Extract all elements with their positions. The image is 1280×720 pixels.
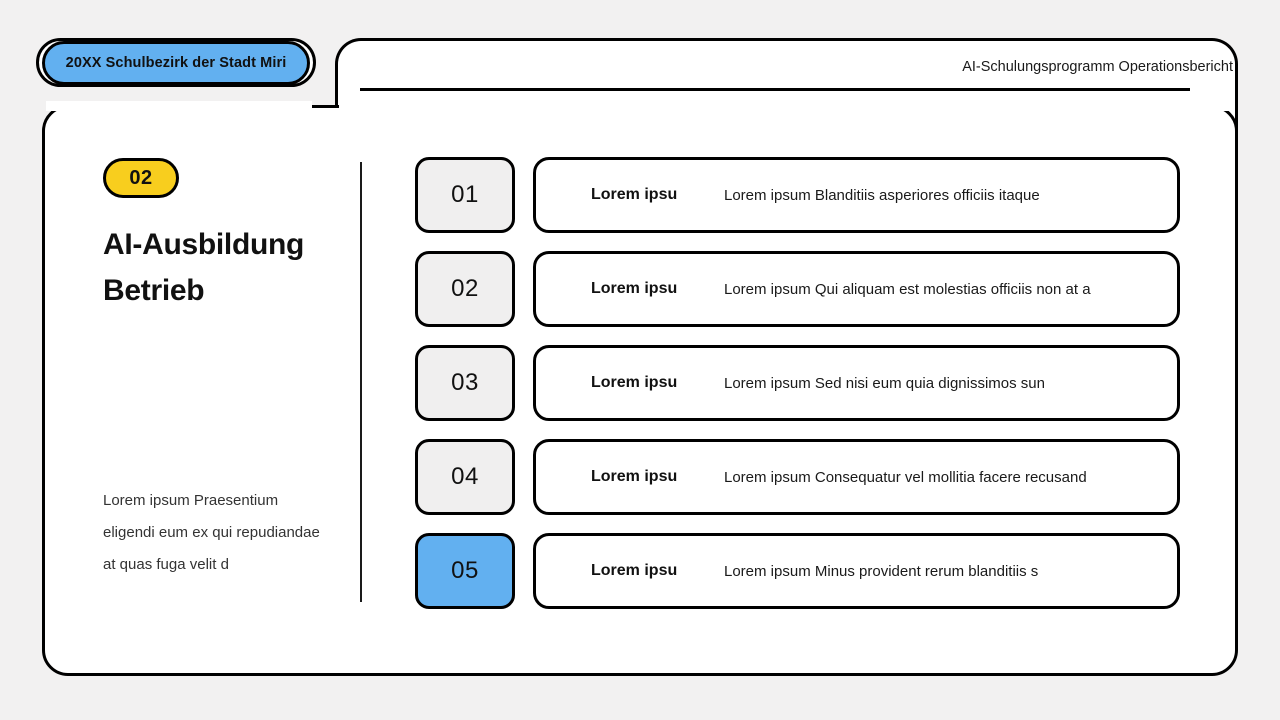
list-item-number-box: 04 bbox=[415, 439, 515, 515]
list-item-description: Lorem ipsum Minus provident rerum blandi… bbox=[724, 562, 1039, 580]
list-item-active[interactable]: 05 Lorem ipsu Lorem ipsum Minus providen… bbox=[415, 533, 1180, 609]
list-item[interactable]: 01 Lorem ipsu Lorem ipsum Blanditiis asp… bbox=[415, 157, 1180, 233]
organization-tab[interactable]: 20XX Schulbezirk der Stadt Miri bbox=[42, 41, 310, 85]
section-body-text: Lorem ipsum Praesentium eligendi eum ex … bbox=[103, 494, 320, 573]
tab-seam-mask bbox=[46, 101, 312, 111]
list-item-number: 02 bbox=[451, 275, 479, 302]
list-item-number: 03 bbox=[451, 369, 479, 396]
list-item-card[interactable]: Lorem ipsu Lorem ipsum Consequatur vel m… bbox=[533, 439, 1180, 515]
section-number-text: 02 bbox=[129, 166, 153, 189]
list-item-card[interactable]: Lorem ipsu Lorem ipsum Blanditiis asperi… bbox=[533, 157, 1180, 233]
section-header-group: 02 AI-Ausbildung Betrieb bbox=[103, 158, 333, 314]
list-item-number-box: 01 bbox=[415, 157, 515, 233]
header-divider-rule bbox=[360, 88, 1190, 91]
organization-tab-label: 20XX Schulbezirk der Stadt Miri bbox=[65, 55, 287, 71]
list-item-number: 05 bbox=[451, 557, 479, 584]
list-item-card[interactable]: Lorem ipsu Lorem ipsum Qui aliquam est m… bbox=[533, 251, 1180, 327]
list-item-description: Lorem ipsum Blanditiis asperiores offici… bbox=[724, 186, 1040, 204]
section-body-clip: Lorem ipsum Praesentium eligendi eum ex … bbox=[103, 494, 333, 612]
list-item[interactable]: 03 Lorem ipsu Lorem ipsum Sed nisi eum q… bbox=[415, 345, 1180, 421]
list-item-number: 04 bbox=[451, 463, 479, 490]
section-title: AI-Ausbildung Betrieb bbox=[103, 228, 305, 307]
list-item-number-box: 02 bbox=[415, 251, 515, 327]
list-item-description: Lorem ipsum Consequatur vel mollitia fac… bbox=[724, 468, 1087, 486]
vertical-divider bbox=[360, 162, 362, 602]
report-title: AI-Schulungsprogramm Operationsbericht bbox=[962, 59, 1233, 75]
item-list: 01 Lorem ipsu Lorem ipsum Blanditiis asp… bbox=[415, 157, 1180, 609]
list-item-card[interactable]: Lorem ipsu Lorem ipsum Minus provident r… bbox=[533, 533, 1180, 609]
list-item-label: Lorem ipsu bbox=[591, 374, 678, 391]
list-item[interactable]: 02 Lorem ipsu Lorem ipsum Qui aliquam es… bbox=[415, 251, 1180, 327]
section-number-badge: 02 bbox=[103, 158, 179, 198]
list-item-label: Lorem ipsu bbox=[591, 562, 678, 579]
list-item-label: Lorem ipsu bbox=[591, 186, 678, 203]
list-item-card[interactable]: Lorem ipsu Lorem ipsum Sed nisi eum quia… bbox=[533, 345, 1180, 421]
header-seam-mask bbox=[339, 101, 1234, 111]
list-item-label: Lorem ipsu bbox=[591, 468, 678, 485]
list-item-number: 01 bbox=[451, 181, 479, 208]
list-item-label: Lorem ipsu bbox=[591, 280, 678, 297]
list-item[interactable]: 04 Lorem ipsu Lorem ipsum Consequatur ve… bbox=[415, 439, 1180, 515]
list-item-description: Lorem ipsum Sed nisi eum quia dignissimo… bbox=[724, 374, 1045, 392]
list-item-number-box: 03 bbox=[415, 345, 515, 421]
list-item-description: Lorem ipsum Qui aliquam est molestias of… bbox=[724, 280, 1091, 298]
list-item-number-box: 05 bbox=[415, 533, 515, 609]
